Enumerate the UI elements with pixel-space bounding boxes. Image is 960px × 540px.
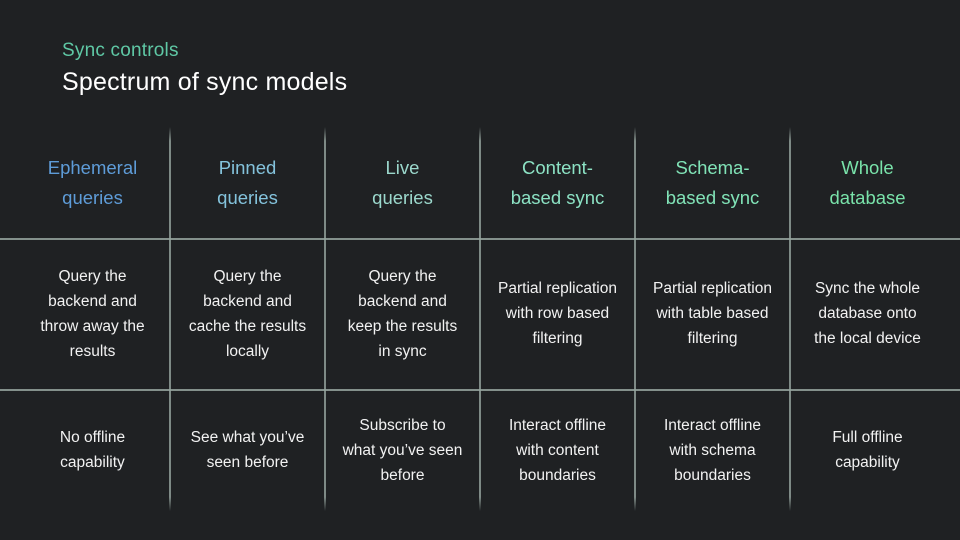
offline-schema-based-sync: Interact offline with schema boundaries [663,416,762,484]
header-whole-database: Whole database [829,156,906,208]
slide-eyebrow: Sync controls [62,40,179,61]
offline-content-based-sync: Interact offline with content boundaries [508,416,607,484]
header-live-queries: Live queries [372,156,433,208]
column-divider-2 [324,127,326,511]
sync-models-table: Ephemeral queries Pinned queries Live qu… [15,127,945,511]
header-schema-based-sync: Schema- based sync [665,156,760,208]
offline-live-queries: Subscribe to what you’ve seen before [342,416,463,484]
slide-title: Spectrum of sync models [62,68,348,96]
offline-pinned-queries: See what you’ve seen before [190,429,305,471]
column-divider-1 [169,127,171,511]
description-ephemeral-queries: Query the backend and throw away the res… [40,267,145,360]
column-divider-5 [789,127,791,511]
description-content-based-sync: Partial replication with row based filte… [498,280,617,347]
offline-ephemeral-queries: No offline capability [59,429,126,471]
description-whole-database: Sync the whole database onto the local d… [814,280,921,347]
header-pinned-queries: Pinned queries [217,156,278,208]
column-divider-4 [634,127,636,511]
column-divider-3 [479,127,481,511]
description-schema-based-sync: Partial replication with table based fil… [653,280,772,347]
header-content-based-sync: Content- based sync [510,156,605,208]
description-live-queries: Query the backend and keep the results i… [347,267,458,360]
header-ephemeral-queries: Ephemeral queries [47,156,138,208]
offline-whole-database: Full offline capability [832,429,903,471]
description-pinned-queries: Query the backend and cache the results … [188,267,307,360]
slide-header: Sync controls Spectrum of sync models [62,40,347,97]
